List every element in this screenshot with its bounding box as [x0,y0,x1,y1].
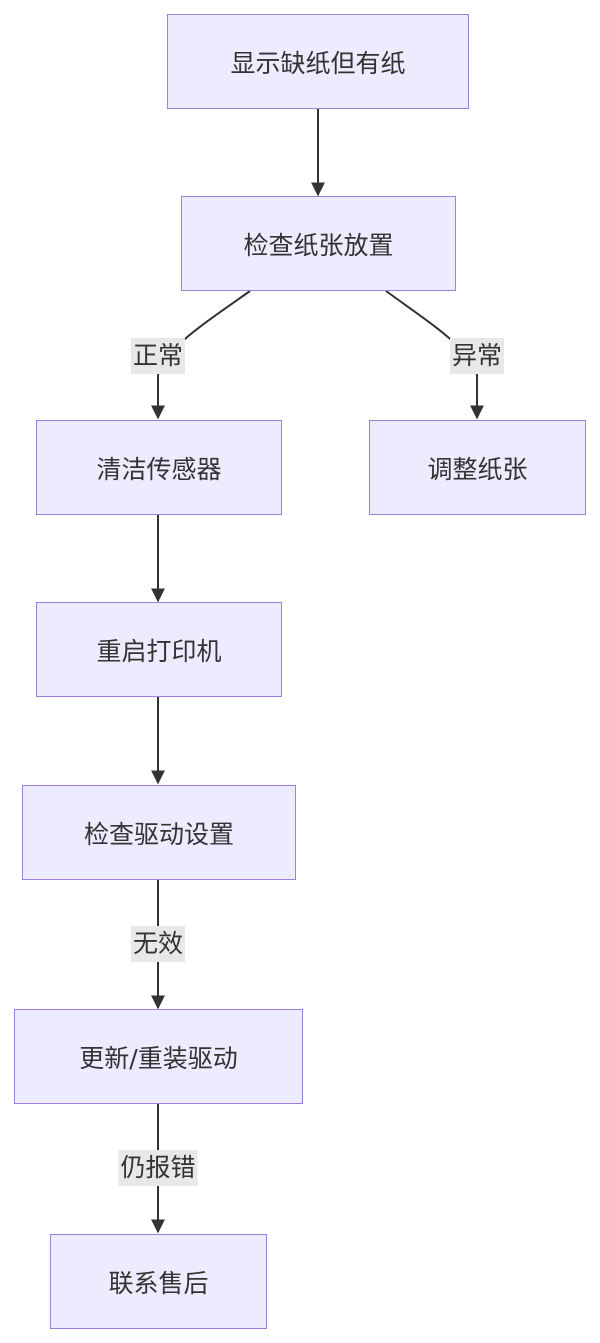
edge-label-abnormal: 异常 [449,338,505,374]
node-check-paper-placement: 检查纸张放置 [181,196,456,291]
node-contact-after-sales: 联系售后 [50,1234,267,1329]
node-check-driver-settings: 检查驱动设置 [22,785,296,880]
node-restart-printer: 重启打印机 [36,602,282,697]
node-clean-sensor: 清洁传感器 [36,420,282,515]
edge-label-invalid: 无效 [130,926,186,962]
edge-label-still-error: 仍报错 [118,1150,198,1186]
node-update-reinstall-driver: 更新/重装驱动 [14,1009,303,1104]
edge-label-normal: 正常 [130,338,186,374]
node-adjust-paper: 调整纸张 [369,420,586,515]
node-paper-empty-but-loaded: 显示缺纸但有纸 [167,14,469,109]
